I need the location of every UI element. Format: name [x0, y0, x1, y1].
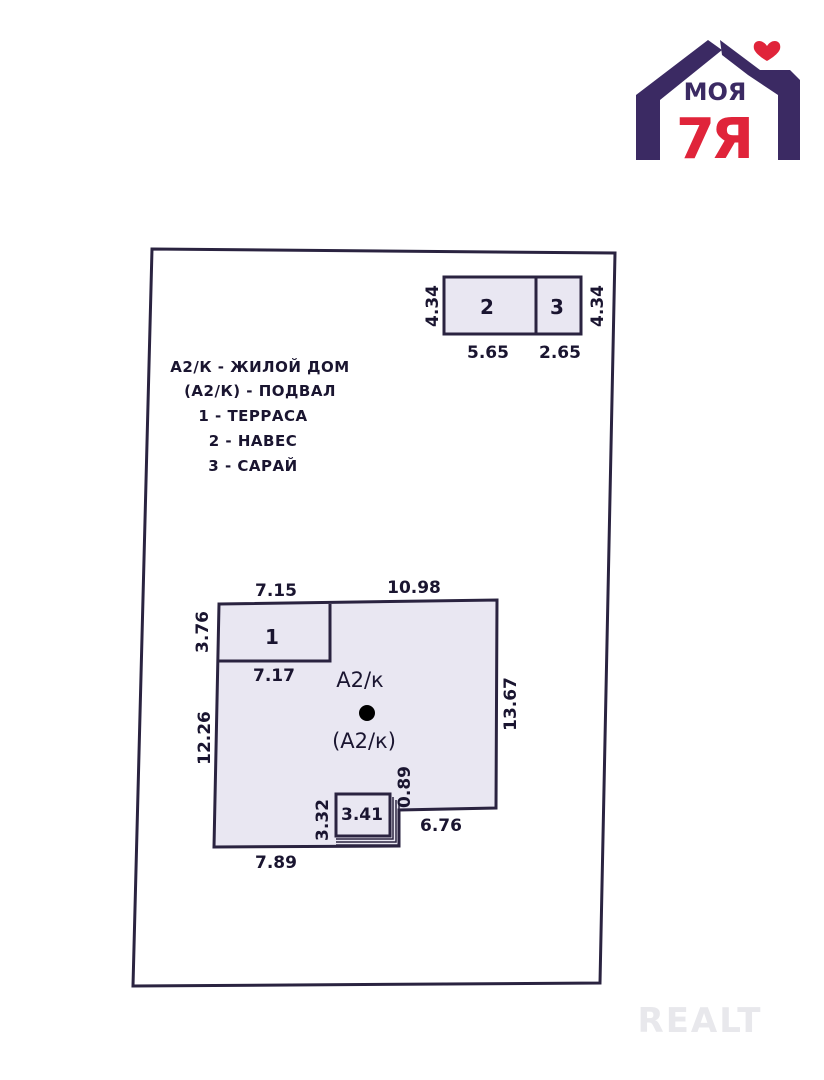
porch-label: 3.41 — [341, 805, 383, 825]
dim-left: 12.26 — [195, 711, 215, 765]
porch-rect — [334, 792, 392, 838]
logo-text-bottom: 7Я — [676, 107, 750, 172]
dim-terrace-bottom: 7.17 — [253, 666, 295, 686]
dim-terrace-left: 3.76 — [193, 611, 213, 653]
house: 1 3.41 А2/к (А2/к) 7.15 10.98 3.76 7.17 … — [193, 578, 521, 873]
dim-porch-offset: 0.89 — [395, 766, 415, 808]
dim-bottom-left: 7.89 — [255, 853, 297, 873]
shed-label: 3 — [550, 295, 564, 319]
legend: А2/К - ЖИЛОЙ ДОМ (А2/К) - ПОДВАЛ 1 - ТЕР… — [170, 357, 349, 475]
legend-item: 1 - ТЕРРАСА — [198, 407, 307, 425]
terrace-rect — [219, 604, 332, 663]
terrace-label: 1 — [265, 625, 279, 649]
logo-text-top: МОЯ — [684, 78, 747, 106]
dim-outbuilding-right-height: 4.34 — [588, 285, 608, 327]
house-main-label: А2/к — [336, 668, 384, 692]
outbuildings: 2 3 4.34 4.34 5.65 2.65 — [423, 275, 608, 363]
plot-boundary — [131, 247, 617, 988]
dim-canopy-width: 5.65 — [467, 343, 509, 363]
logo-hand-icon — [720, 40, 800, 160]
dim-right: 13.67 — [501, 677, 521, 731]
dim-shed-width: 2.65 — [539, 343, 581, 363]
legend-item: (А2/К) - ПОДВАЛ — [184, 382, 336, 400]
logo: МОЯ 7Я — [636, 40, 800, 172]
legend-item: 3 - САРАЙ — [208, 456, 297, 475]
legend-item: А2/К - ЖИЛОЙ ДОМ — [170, 357, 349, 376]
legend-item: 2 - НАВЕС — [209, 432, 297, 450]
canopy-label: 2 — [480, 295, 494, 319]
house-center-dot — [359, 705, 375, 721]
dim-bottom-right: 6.76 — [420, 816, 462, 836]
watermark: REALT — [638, 1001, 763, 1041]
logo-roof-icon — [636, 40, 722, 160]
logo-heart-icon — [753, 40, 781, 61]
canopy-rect — [442, 275, 583, 336]
house-basement-label: (А2/к) — [332, 729, 396, 753]
dim-outbuilding-left-height: 4.34 — [423, 285, 443, 327]
dim-top-right: 10.98 — [387, 578, 441, 598]
porch-steps — [336, 797, 400, 846]
dim-top-left: 7.15 — [255, 581, 297, 601]
dim-porch-height: 3.32 — [313, 799, 333, 841]
